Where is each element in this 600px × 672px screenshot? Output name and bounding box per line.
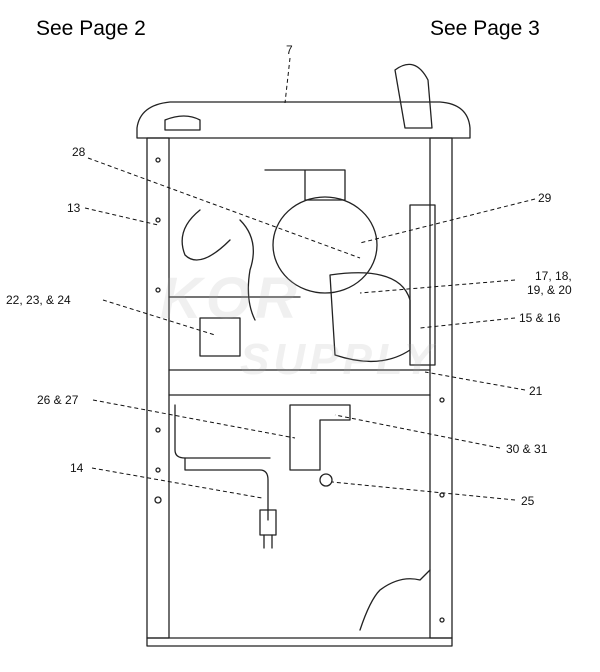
callout-30-31: 30 & 31	[506, 442, 548, 456]
leader-15	[419, 317, 516, 329]
drain-trap	[289, 404, 351, 471]
callout-15-16: 15 & 16	[519, 311, 561, 325]
callout-17-18-19-20: 17, 18, 19, & 20	[527, 269, 572, 297]
cutaway-edge	[359, 569, 431, 631]
watermark-line-1: KOR	[160, 266, 301, 331]
callout-7: 7	[286, 43, 293, 57]
leader-28	[87, 157, 361, 259]
callout-14: 14	[70, 461, 84, 475]
leader-29	[359, 198, 536, 244]
leader-17	[359, 279, 516, 294]
callout-22-23-24: 22, 23, & 24	[6, 293, 71, 307]
leader-26	[92, 399, 296, 439]
leader-25	[331, 481, 516, 501]
callout-13: 13	[67, 201, 81, 215]
callout-29: 29	[538, 191, 552, 205]
left-rail	[146, 137, 170, 639]
callout-26-27: 26 & 27	[37, 393, 79, 407]
leader-13	[84, 207, 159, 226]
condenser	[409, 204, 436, 366]
leader-7	[284, 57, 291, 104]
tank	[272, 196, 378, 294]
control-box	[199, 317, 241, 357]
leader-22	[102, 299, 216, 336]
leader-14	[91, 467, 263, 499]
leader-21	[424, 371, 526, 391]
right-rail	[429, 137, 453, 639]
drain-fitting	[319, 473, 333, 487]
leader-30	[334, 414, 501, 449]
callout-28: 28	[72, 145, 86, 159]
bubbler	[394, 63, 433, 129]
see-page-2-label: See Page 2	[36, 17, 146, 40]
drain	[164, 115, 201, 131]
watermark-line-2: SUPPLY	[240, 335, 437, 384]
supply-connector	[259, 509, 277, 536]
cabinet-bottom	[146, 637, 453, 647]
callout-21: 21	[529, 384, 543, 398]
callout-25: 25	[521, 494, 535, 508]
see-page-3-label: See Page 3	[430, 17, 540, 40]
cabinet-top	[136, 101, 471, 139]
